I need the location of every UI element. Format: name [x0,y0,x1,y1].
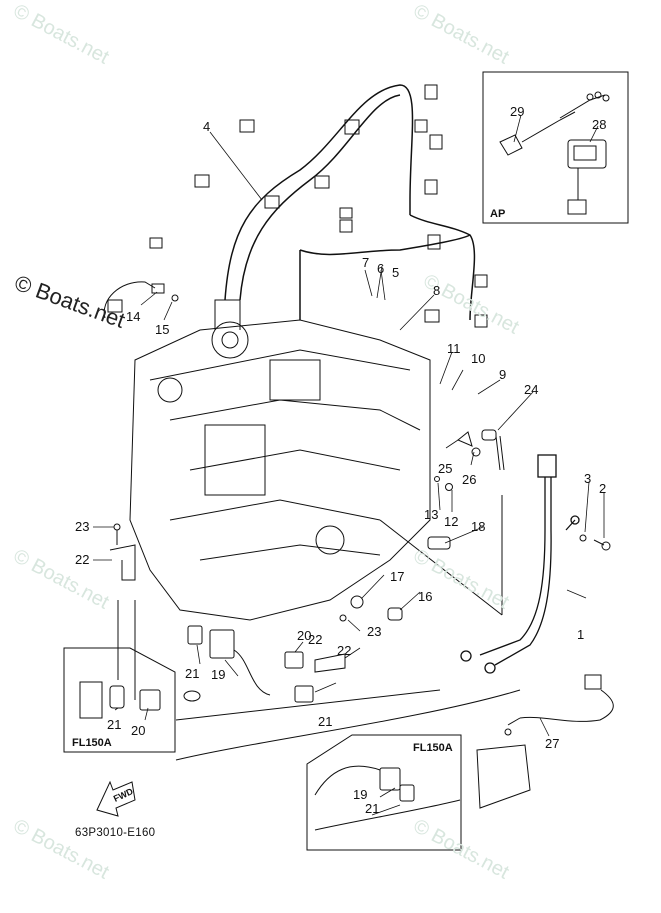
callout-22[interactable]: 22 [337,643,352,658]
engine-block [129,299,431,621]
callout-10[interactable]: 10 [471,351,486,366]
part-24-switch [481,429,505,471]
callout-18[interactable]: 18 [471,519,486,534]
callout-22-b[interactable]: 22 [308,632,323,647]
callout-21-inset-b[interactable]: 21 [365,801,380,816]
parts-12-13 [434,476,453,491]
part-14-sensor [103,281,179,319]
callout-28[interactable]: 28 [592,117,607,132]
drawing-code: 63P3010-E160 [75,827,156,839]
callout-2[interactable]: 2 [599,481,607,496]
callout-20[interactable]: 20 [297,628,312,643]
callout-29[interactable]: 29 [510,104,525,119]
callout-17[interactable]: 17 [390,569,405,584]
callout-21-b[interactable]: 21 [318,714,333,729]
callout-23-b[interactable]: 23 [75,519,90,534]
callout-22-c[interactable]: 22 [75,552,90,567]
callout-5[interactable]: 5 [392,265,400,280]
callout-9[interactable]: 9 [499,367,507,382]
parts-19-20-21 [183,625,314,703]
callout-24[interactable]: 24 [524,382,539,397]
callout-11[interactable]: 11 [447,341,461,356]
callout-19-inset[interactable]: 19 [353,787,368,802]
part-18-sender [427,536,451,550]
inset-label-fl150a: FL150A [413,742,453,754]
inset-box-fl150a-right [306,734,462,851]
callout-8[interactable]: 8 [433,283,441,298]
fwd-arrow-icon [96,780,136,817]
part-29-wiring [499,91,610,156]
inset-label-ap: AP [490,208,506,220]
inset-box-fl150a-left [63,647,176,753]
callout-7[interactable]: 7 [362,255,370,270]
callout-25[interactable]: 25 [438,461,453,476]
callout-6[interactable]: 6 [377,261,385,276]
part-16-17-sensor [350,595,403,621]
callout-13[interactable]: 13 [424,507,439,522]
callout-20-inset[interactable]: 20 [131,723,146,738]
inset-left-parts [79,681,161,719]
part-4-wire-harness [224,84,476,321]
harness-connectors [107,84,488,328]
callout-3[interactable]: 3 [584,471,592,486]
callout-1[interactable]: 1 [577,627,585,642]
callout-23[interactable]: 23 [367,624,382,639]
part-28-module [567,139,607,215]
inset-right-parts [314,765,461,831]
callout-15[interactable]: 15 [155,322,170,337]
callout-27[interactable]: 27 [545,736,560,751]
inset-box-ap [482,71,629,224]
cowling-outline [117,600,521,761]
leader-lines [93,114,605,816]
callout-4[interactable]: 4 [203,119,211,134]
callout-12[interactable]: 12 [444,514,459,529]
callout-19[interactable]: 19 [211,667,226,682]
parts-2-3-bolt-washer [579,534,611,551]
callout-16[interactable]: 16 [418,589,433,604]
part-1-battery-cable [460,454,580,674]
part-27-cable-battery [476,674,614,809]
part-25-26-bracket [457,431,481,457]
inset-label-fl150a: FL150A [72,737,112,749]
callout-21-inset[interactable]: 21 [107,717,122,732]
callout-21[interactable]: 21 [185,666,200,681]
callout-26[interactable]: 26 [462,472,477,487]
callout-14[interactable]: 14 [126,309,141,324]
